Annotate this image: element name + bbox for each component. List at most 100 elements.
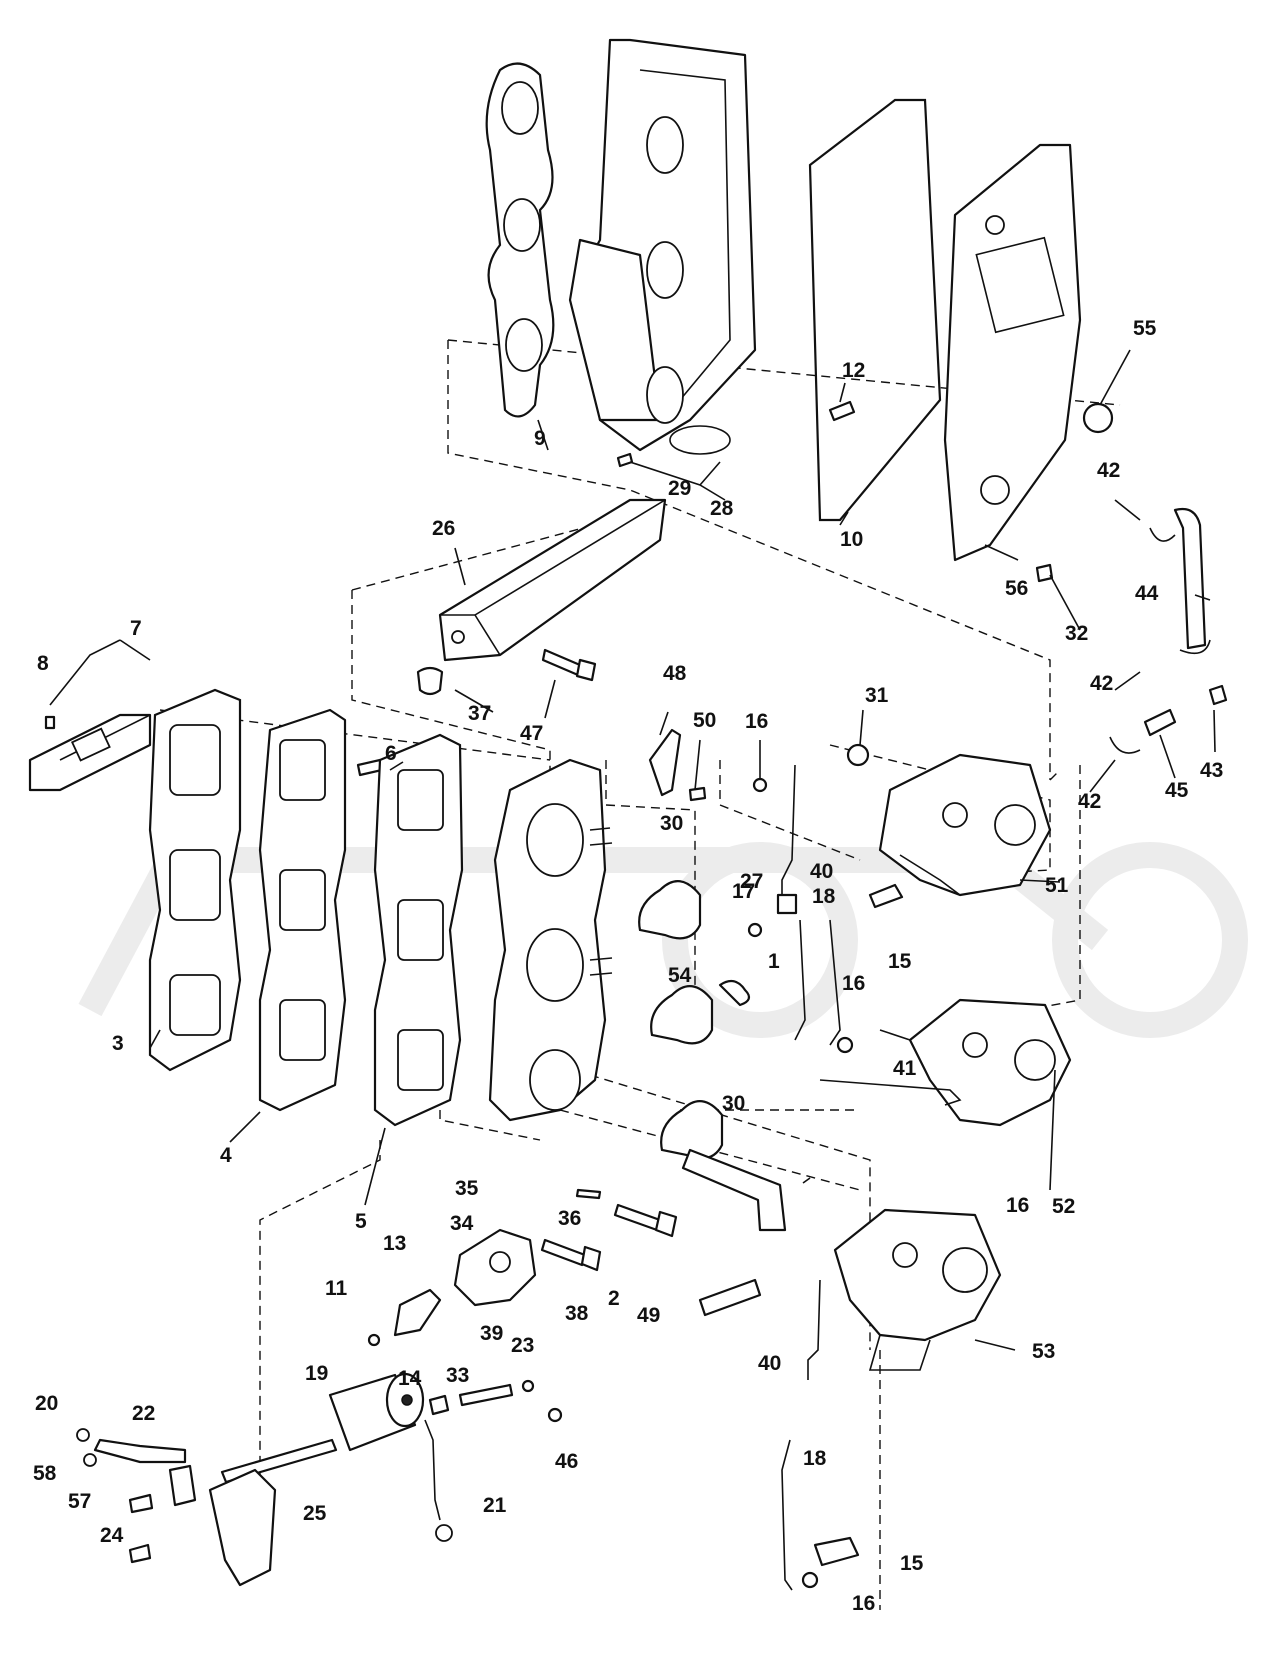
part-42-clamp-b: [1179, 639, 1211, 655]
callout-18a: 18: [812, 885, 836, 908]
callout-42b: 42: [1090, 672, 1113, 695]
part-23-clip: [521, 1379, 535, 1393]
callout-16d: 16: [852, 1592, 875, 1615]
callout-35: 35: [455, 1177, 479, 1200]
callout-7: 7: [130, 617, 142, 640]
callout-18b: 18: [803, 1447, 827, 1470]
callout-39: 39: [480, 1322, 503, 1345]
part-17-screw: [747, 922, 763, 938]
callout-19: 19: [305, 1362, 328, 1385]
part-11-screw: [367, 1333, 381, 1347]
callout-56: 56: [1005, 577, 1028, 600]
part-27-clip: [776, 893, 798, 915]
part-57-screw: [128, 1493, 154, 1514]
part-16-connector-b: [836, 1036, 854, 1054]
callout-17: 17: [732, 880, 755, 903]
callout-42a: 42: [1097, 459, 1120, 482]
callout-51: 51: [1045, 874, 1069, 897]
part-58-clip: [168, 1464, 197, 1507]
callout-38: 38: [565, 1302, 589, 1325]
callout-22: 22: [132, 1402, 155, 1425]
callout-14: 14: [398, 1367, 422, 1390]
part-26-plenum: [438, 498, 667, 662]
part-47-bolt: [541, 648, 597, 682]
callout-26: 26: [432, 517, 455, 540]
part-16-connector-a: [752, 777, 768, 793]
part-2-bolt: [613, 1203, 678, 1238]
part-40-link-rod-b: [807, 1279, 821, 1380]
callout-8: 8: [37, 652, 49, 675]
part-37-plug: [416, 666, 444, 696]
callout-2: 2: [608, 1287, 620, 1310]
part-50-screw: [688, 786, 707, 802]
part-32-screw: [1035, 563, 1054, 583]
part-18-link-a: [829, 919, 841, 1046]
part-10-cover-gasket: [808, 98, 942, 522]
part-53-carburetor-lower: [833, 1208, 1002, 1371]
part-30-carburetor-gaskets: [638, 880, 724, 1160]
part-49-hose-end: [698, 1278, 762, 1317]
callout-25: 25: [303, 1502, 327, 1525]
part-19-solenoid: [220, 1372, 425, 1484]
callout-34: 34: [450, 1212, 474, 1235]
part-45-connector: [1143, 708, 1177, 737]
part-21-terminal: [435, 1524, 453, 1542]
callout-57: 57: [68, 1490, 91, 1513]
part-54-spring: [718, 979, 751, 1007]
part-1-throttle-lever: [794, 919, 806, 1041]
callout-31: 31: [865, 684, 889, 707]
callout-54: 54: [668, 964, 692, 987]
callout-40b: 40: [758, 1352, 781, 1375]
callout-37: 37: [468, 702, 491, 725]
part-20-terminal-a: [76, 1428, 90, 1442]
part-33-plunger: [458, 1383, 514, 1407]
callout-58: 58: [33, 1462, 57, 1485]
callout-36: 36: [558, 1207, 581, 1230]
part-42-clamp-c: [1109, 736, 1141, 754]
callout-33: 33: [446, 1364, 469, 1387]
part-46-washer: [547, 1407, 563, 1423]
part-8-screw: [44, 715, 56, 730]
callout-47: 47: [520, 722, 543, 745]
callout-11: 11: [325, 1277, 348, 1300]
callout-labels: 9 12 10 56 55 29 28 26 32 44 42 42 42 43…: [33, 317, 1223, 1615]
part-21-ground-wire: [424, 1419, 441, 1521]
part-15-cam-b: [813, 1536, 860, 1567]
callout-53: 53: [1032, 1340, 1055, 1363]
callout-32: 32: [1065, 622, 1088, 645]
part-40-link-rod-a: [781, 764, 796, 900]
part-18-link-b: [781, 1439, 793, 1591]
part-39-bracket: [453, 1228, 537, 1307]
callout-5: 5: [355, 1210, 367, 1233]
part-43-fitting: [1208, 684, 1228, 706]
callout-30a: 30: [660, 812, 683, 835]
callout-21: 21: [483, 1494, 507, 1517]
callout-23: 23: [511, 1334, 534, 1357]
callout-24: 24: [100, 1524, 124, 1547]
part-42-clamp-a: [1149, 527, 1176, 542]
callout-41: 41: [893, 1057, 917, 1080]
part-25-mounting-bracket: [208, 1468, 277, 1587]
callout-55: 55: [1133, 317, 1157, 340]
part-52-carburetor-middle: [879, 998, 1072, 1127]
leader-lines: [49, 349, 1216, 1351]
callout-10: 10: [840, 528, 863, 551]
callout-1: 1: [768, 950, 780, 973]
part-44-hose: [1173, 507, 1207, 650]
part-38-bolt: [540, 1238, 602, 1272]
callout-49: 49: [637, 1304, 660, 1327]
part-31-nut: [846, 743, 870, 767]
part-13-bracket: [393, 1288, 442, 1337]
callout-6: 6: [385, 742, 397, 765]
part-36-pin: [575, 1188, 602, 1200]
part-49-hose: [681, 1148, 787, 1232]
part-9-intake-gasket: [485, 62, 555, 418]
part-22-wire-lead: [93, 1438, 187, 1464]
callout-50: 50: [693, 709, 716, 732]
callout-46: 46: [555, 1450, 578, 1473]
part-20-terminal-b: [83, 1453, 97, 1467]
callout-12: 12: [842, 359, 865, 382]
part-48-bracket: [648, 728, 682, 797]
callout-15b: 15: [900, 1552, 924, 1575]
